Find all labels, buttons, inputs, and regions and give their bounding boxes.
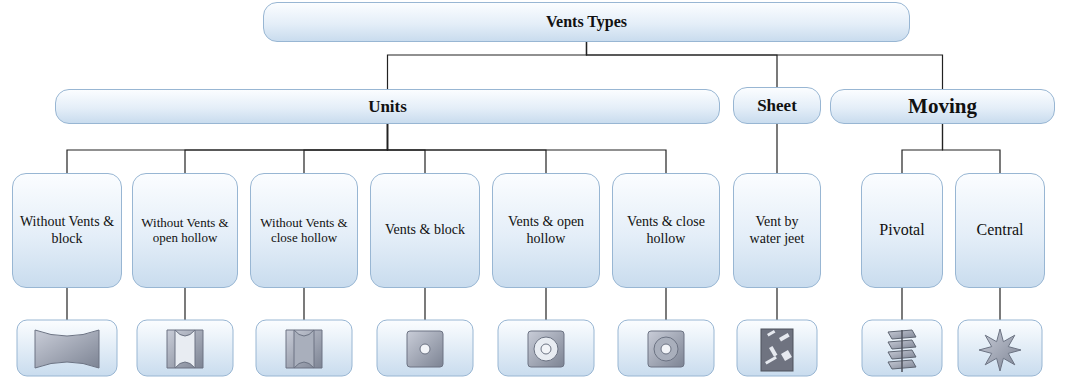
category-box: Sheet (733, 87, 821, 124)
leader-line (303, 288, 304, 320)
unit-icon (528, 331, 564, 367)
vent-hole (420, 344, 430, 354)
leader-line (776, 288, 777, 320)
central-vent-icon (979, 329, 1021, 371)
node-label: Without Vents & block (19, 214, 115, 246)
vent-cut (767, 330, 775, 337)
vent-cut (779, 333, 790, 341)
leader-line (999, 288, 1000, 320)
tree-connector (943, 124, 1001, 173)
tree-connector (388, 124, 547, 173)
icon-frame (737, 320, 817, 376)
icon-frame (862, 320, 942, 376)
leader-line (901, 288, 902, 320)
node-label: Pivotal (879, 221, 924, 239)
tree-connector (776, 124, 777, 173)
pivot-axis (901, 330, 903, 372)
icon-frame (498, 320, 594, 376)
node-label: Sheet (757, 96, 797, 116)
vent-hole (541, 344, 551, 354)
category-box: Units (55, 89, 720, 124)
unit-icon (407, 331, 443, 367)
node-label: Units (368, 97, 407, 117)
node-label: Vents & open hollow (499, 214, 593, 246)
type-box: Vents & block (370, 173, 480, 288)
tree-connector (587, 42, 778, 87)
icon-frame (377, 320, 473, 376)
type-box: Without Vents & close hollow (250, 173, 358, 288)
vent-hole (661, 344, 671, 354)
icon-frame (618, 320, 714, 376)
type-box: Central (955, 173, 1045, 288)
icon-frame (137, 320, 233, 376)
tree-connector (388, 124, 667, 173)
leader-line (665, 288, 666, 320)
hollow-icon (294, 330, 314, 368)
type-box: Without Vents & block (12, 173, 122, 288)
tree-connector (388, 124, 426, 173)
type-box: Pivotal (861, 173, 943, 288)
sheet-icon (761, 329, 793, 371)
node-label: Central (976, 221, 1023, 239)
vent-cut (781, 350, 792, 361)
tree-connector (388, 42, 587, 89)
type-box: Vents & open hollow (492, 173, 600, 288)
node-label: Vents Types (546, 13, 627, 31)
hollow-icon (654, 337, 678, 361)
node-label: Vent by water jeet (740, 214, 814, 246)
node-label: Vents & close hollow (619, 214, 713, 246)
hollow-icon (175, 330, 195, 368)
node-label: Moving (908, 94, 977, 118)
title-box: Vents Types (263, 2, 910, 42)
icon-frame (17, 320, 117, 376)
node-label: Vents & block (385, 222, 465, 238)
type-box: Vents & close hollow (612, 173, 720, 288)
tree-connector (304, 124, 388, 173)
tree-connector (587, 42, 943, 89)
leader-line (424, 288, 425, 320)
tree-connector (67, 124, 388, 173)
hollow-icon (534, 337, 558, 361)
unit-icon (648, 331, 684, 367)
type-box: Vent by water jeet (733, 173, 821, 288)
node-label: Without Vents & close hollow (257, 216, 351, 246)
icon-frame (958, 320, 1042, 376)
type-box: Without Vents & open hollow (132, 173, 238, 288)
unit-icon (167, 330, 203, 368)
leader-line (66, 288, 67, 320)
vent-cut (765, 356, 777, 365)
vent-cut (769, 346, 777, 357)
tree-connector (902, 124, 943, 173)
category-box: Moving (830, 89, 1055, 124)
unit-icon (286, 330, 322, 368)
node-label: Without Vents & open hollow (139, 216, 231, 246)
leader-line (545, 288, 546, 320)
tree-connector (185, 124, 388, 173)
icon-frame (256, 320, 352, 376)
unit-icon (35, 330, 99, 368)
leader-line (184, 288, 185, 320)
